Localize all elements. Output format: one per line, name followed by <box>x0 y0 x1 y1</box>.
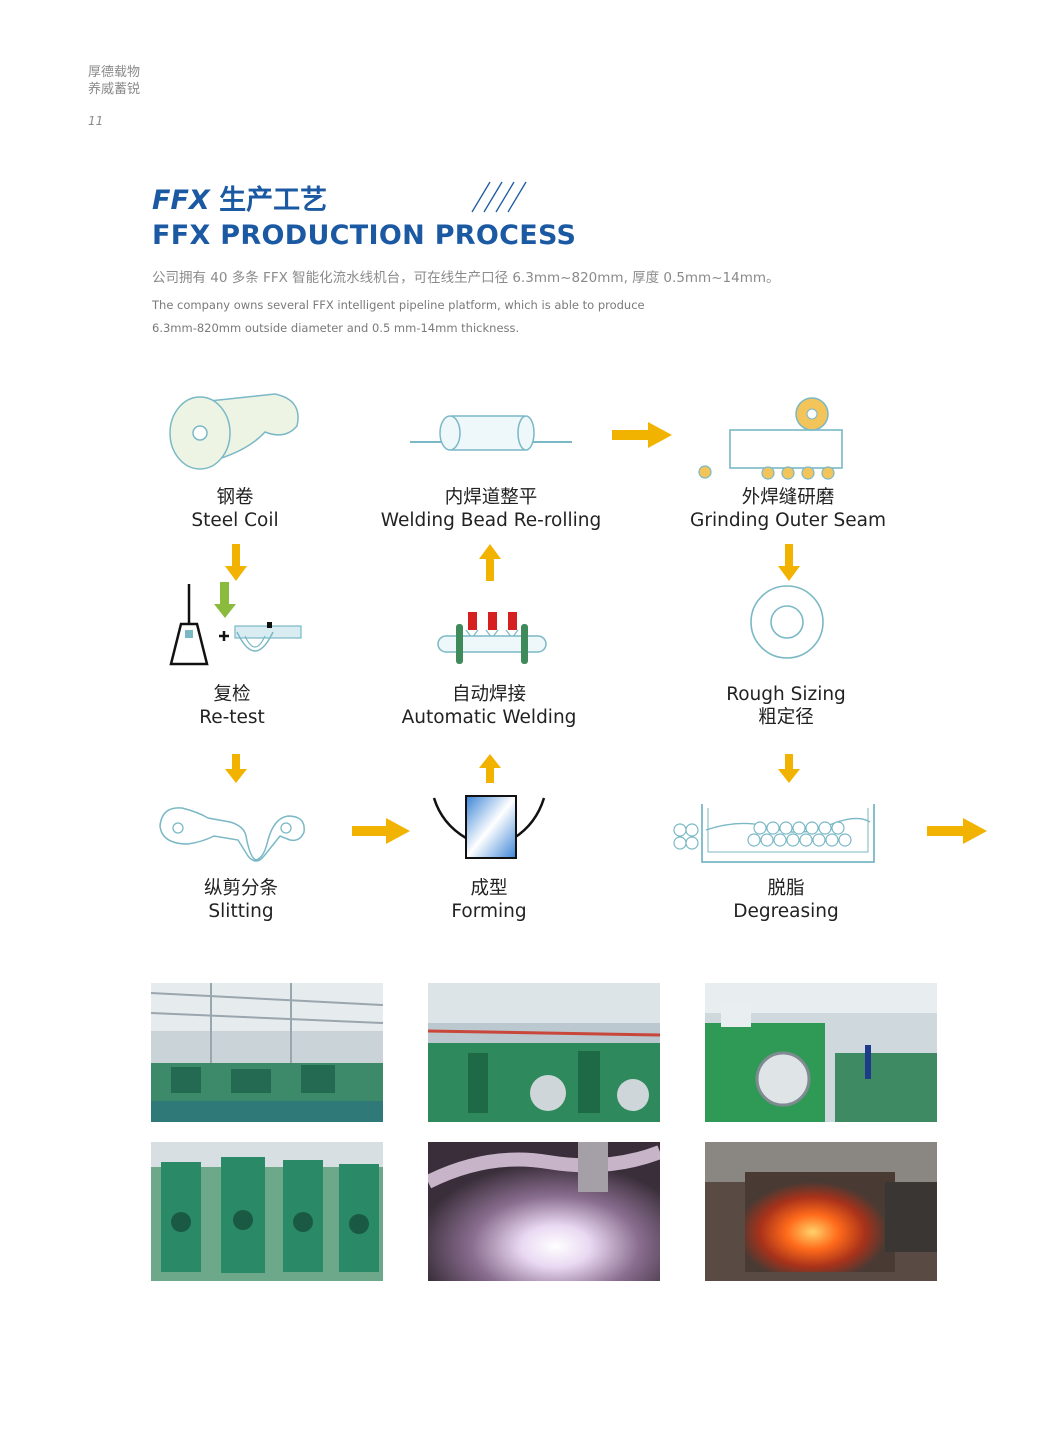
step-label-cn: 脱脂 <box>767 878 805 899</box>
brand-line-2: 养威蓄锐 <box>88 82 141 97</box>
step-label-en: Re-test <box>199 707 265 728</box>
arrow-right-icon <box>612 422 672 448</box>
step-slitting: 纵剪分条 Slitting <box>111 877 371 923</box>
arrow-up-icon <box>479 754 501 783</box>
step-label-en: Slitting <box>208 901 274 922</box>
forming-mold-icon <box>432 795 546 859</box>
grinding-machine-icon <box>698 397 843 480</box>
rough-sizing-ring-icon <box>750 585 824 659</box>
step-label-cn: 成型 <box>470 878 508 899</box>
step-welding: 自动焊接 Automatic Welding <box>359 683 619 729</box>
rerolling-roller-icon <box>410 415 572 451</box>
intro-chinese: 公司拥有 40 多条 FFX 智能化流水线机台，可在线生产口径 6.3mm~82… <box>152 270 780 286</box>
step-grinding: 外焊缝研磨 Grinding Outer Seam <box>658 486 918 532</box>
step-label-en: Grinding Outer Seam <box>690 510 886 531</box>
step-label-en: Rough Sizing <box>726 684 846 705</box>
step-label-en: Degreasing <box>733 901 839 922</box>
step-rerolling: 内焊道整平 Welding Bead Re-rolling <box>361 486 621 532</box>
steel-coil-icon <box>169 393 299 470</box>
step-label-en: Forming <box>451 901 527 922</box>
brand-line-1: 厚德载物 <box>88 65 141 80</box>
step-label-cn: 外焊缝研磨 <box>741 487 835 508</box>
brand-slogan: 厚德载物 养威蓄锐 <box>88 64 140 98</box>
decorative-slashes <box>471 181 527 213</box>
production-line-photo <box>428 983 660 1122</box>
arrow-down-icon <box>778 544 800 581</box>
retest-equipment-icon <box>169 582 302 666</box>
step-forming: 成型 Forming <box>359 877 619 923</box>
step-label-en: Steel Coil <box>191 510 279 531</box>
welding-torch-icon <box>437 612 547 664</box>
step-label-cn: 内焊道整平 <box>444 487 538 508</box>
step-label-cn: 自动焊接 <box>451 684 526 705</box>
arrow-down-icon <box>225 544 247 581</box>
step-degreasing: 脱脂 Degreasing <box>656 877 916 923</box>
factory-hall-photo <box>151 983 383 1122</box>
step-label-en: Welding Bead Re-rolling <box>380 510 602 531</box>
arrow-right-icon <box>927 818 987 844</box>
intro-en-line-1: The company owns several FFX intelligent… <box>152 298 645 312</box>
title-english: FFX PRODUCTION PROCESS <box>152 220 577 251</box>
page-number: 11 <box>88 114 104 128</box>
degreasing-tank-icon <box>673 804 875 863</box>
title-cn-prefix: FFX <box>152 185 210 216</box>
step-label-cn: 粗定径 <box>758 707 814 728</box>
title-chinese: FFX 生产工艺 <box>152 178 327 217</box>
welding-closeup-photo <box>428 1142 660 1281</box>
intro-english: The company owns several FFX intelligent… <box>152 294 672 340</box>
step-label-cn: 复检 <box>213 684 251 705</box>
slitting-rollers-icon <box>159 807 305 862</box>
arrow-down-icon <box>778 754 800 783</box>
step-label-en: Automatic Welding <box>401 707 577 728</box>
heating-process-photo <box>705 1142 937 1281</box>
forming-machines-photo <box>151 1142 383 1281</box>
arrow-right-icon <box>352 818 410 844</box>
step-steel-coil: 钢卷 Steel Coil <box>105 486 365 532</box>
arrow-up-icon <box>479 544 501 581</box>
step-label-cn: 纵剪分条 <box>203 878 278 899</box>
arrow-down-icon <box>225 754 247 783</box>
step-sizing: Rough Sizing 粗定径 <box>656 683 916 729</box>
step-label-cn: 钢卷 <box>216 487 254 508</box>
step-retest: 复检 Re-test <box>102 683 362 729</box>
coil-machine-photo <box>705 983 937 1122</box>
title-cn-rest: 生产工艺 <box>209 185 328 216</box>
intro-en-line-2: 6.3mm-820mm outside diameter and 0.5 mm-… <box>152 321 520 335</box>
